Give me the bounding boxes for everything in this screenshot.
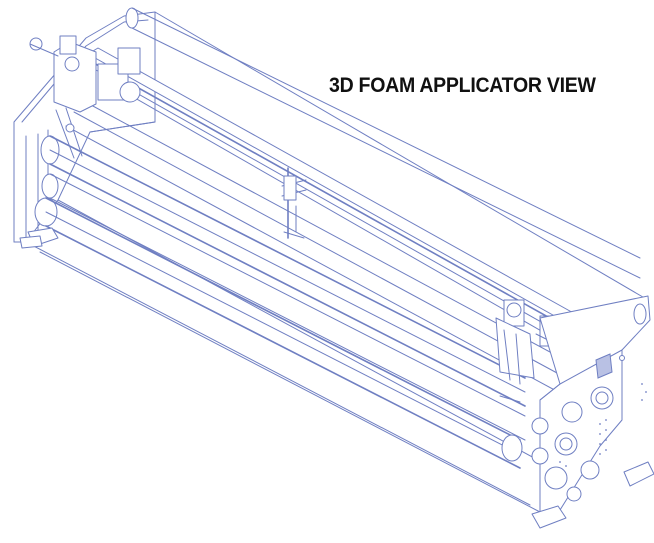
top-rail-gantry xyxy=(65,47,587,395)
machine-body xyxy=(25,11,649,513)
diagram-title: 3D FOAM APPLICATOR VIEW xyxy=(329,74,596,97)
lower-rollers xyxy=(34,135,526,469)
top-left-roller-spindle xyxy=(125,7,641,279)
right-panel-holes xyxy=(559,383,647,467)
right-side-frame xyxy=(531,295,651,521)
center-gauge-bracket xyxy=(281,167,307,239)
left-base-foot xyxy=(19,227,59,249)
left-carriage-assembly xyxy=(29,35,141,159)
right-base-feet xyxy=(531,461,654,529)
